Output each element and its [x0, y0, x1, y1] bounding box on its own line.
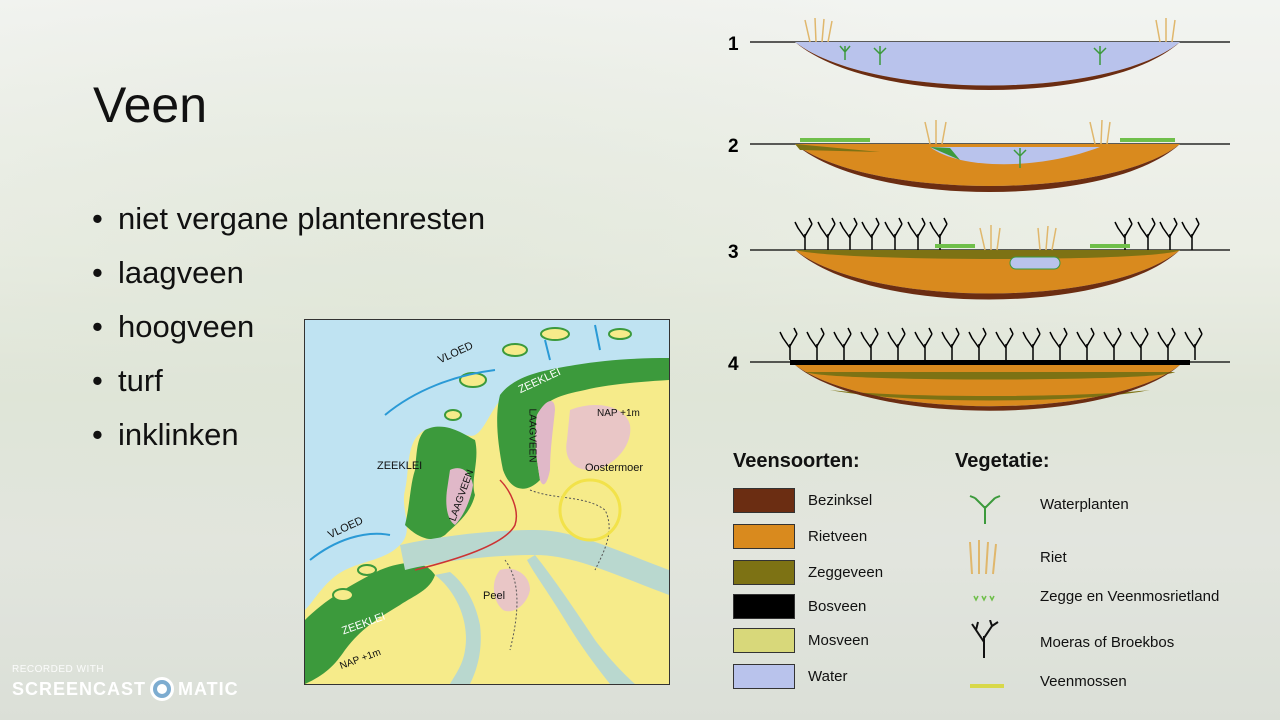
- bullet-list: •niet vergane plantenresten •laagveen •h…: [92, 192, 485, 462]
- legend-swatch: [733, 560, 795, 585]
- peat-profiles: 1 2 3 4: [728, 17, 1230, 411]
- legend-swatch-label: Bezinksel: [808, 492, 873, 509]
- tree-mark: [1137, 217, 1156, 250]
- map-drawing: [305, 320, 669, 684]
- tree-mark: [794, 217, 813, 250]
- tree-mark: [884, 217, 903, 250]
- map-label-laagveen-top: LAAGVEEN: [526, 408, 538, 463]
- profile-number: 2: [728, 136, 739, 157]
- tree-mark: [861, 217, 880, 250]
- sedge-icon: [960, 584, 1010, 624]
- legend-swatch-label: Zeggeveen: [808, 564, 884, 581]
- reed-icon: [960, 536, 1010, 576]
- peat-map: VLOED VLOED ZEEKLEI ZEEKLEI ZEEKLEI LAAG…: [304, 319, 670, 685]
- legend-swatch: [733, 628, 795, 653]
- bullet-item: •inklinken: [92, 417, 239, 452]
- bullet-item: •turf: [92, 363, 163, 398]
- screencast-logo-icon: [150, 677, 175, 701]
- tree-mark: [1022, 327, 1041, 360]
- tree-mark: [941, 327, 960, 360]
- tree-mark: [1114, 217, 1133, 250]
- tree-mark: [929, 217, 948, 250]
- tree-mark: [1076, 327, 1095, 360]
- map-label-zeeklei-left: ZEEKLEI: [377, 460, 423, 472]
- map-label-nap-top: NAP +1m: [597, 408, 640, 419]
- tree-mark: [1130, 327, 1149, 360]
- tree-mark: [1159, 217, 1178, 250]
- tree-icon: [960, 619, 1010, 660]
- tree-mark: [817, 217, 836, 250]
- bullet-item: •hoogveen: [92, 309, 255, 344]
- veg-label: Moeras of Broekbos: [1040, 634, 1175, 651]
- tree-mark: [806, 327, 825, 360]
- legend-swatch: [733, 664, 795, 689]
- tree-mark: [839, 217, 858, 250]
- legend-vegetatie-title: Vegetatie:: [955, 450, 1050, 472]
- tree-mark: [907, 217, 926, 250]
- bullet-item: •niet vergane plantenresten: [92, 201, 486, 236]
- waterplant-icon: [960, 486, 1010, 526]
- map-label-peel: Peel: [483, 590, 506, 602]
- veg-label: Waterplanten: [1040, 496, 1129, 513]
- slide-title: Veen: [93, 77, 208, 133]
- bullet-item: •laagveen: [92, 255, 244, 290]
- legend-swatch-label: Mosveen: [808, 632, 869, 649]
- profile-number: 4: [728, 354, 739, 375]
- tree-mark: [914, 327, 933, 360]
- moss-icon: [960, 672, 1010, 712]
- tree-mark: [1184, 327, 1203, 360]
- legend-swatch-label: Water: [808, 668, 848, 685]
- profile-number: 3: [728, 242, 739, 263]
- tree-mark: [995, 327, 1014, 360]
- tree-mark: [779, 327, 798, 360]
- legend-swatch-label: Rietveen: [808, 528, 868, 545]
- tree-mark: [1049, 327, 1068, 360]
- screencast-watermark: RECORDED WITH SCREENCAST MATIC: [12, 664, 239, 701]
- veg-label: Zegge en Veenmosrietland: [1040, 588, 1220, 605]
- map-label-oostermoer: Oostermoer: [585, 462, 644, 474]
- legend-swatch: [733, 488, 795, 513]
- tree-mark: [1157, 327, 1176, 360]
- legend-swatch-label: Bosveen: [808, 598, 867, 615]
- tree-mark: [1181, 217, 1200, 250]
- tree-mark: [968, 327, 987, 360]
- veg-label: Riet: [1040, 549, 1067, 566]
- profile-number: 1: [728, 34, 739, 55]
- legend-swatch: [733, 524, 795, 549]
- legend-swatch: [733, 594, 795, 619]
- veg-label: Veenmossen: [1040, 673, 1127, 690]
- tree-mark: [833, 327, 852, 360]
- legend-veensoorten-title: Veensoorten:: [733, 450, 860, 472]
- tree-mark: [887, 327, 906, 360]
- tree-mark: [860, 327, 879, 360]
- tree-mark: [1103, 327, 1122, 360]
